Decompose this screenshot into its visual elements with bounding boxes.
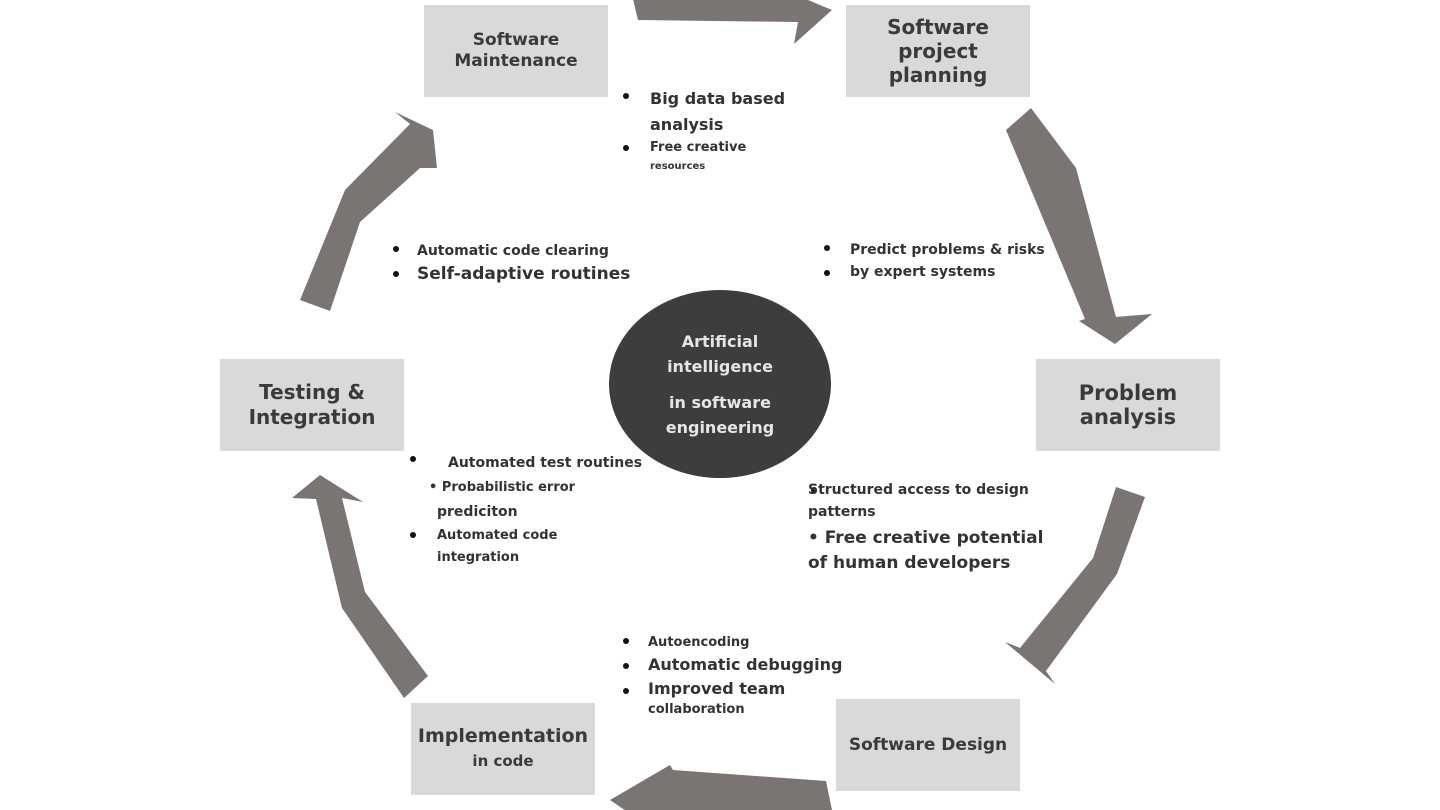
bullet-icon xyxy=(393,246,399,252)
center-title-line: engineering xyxy=(665,417,775,437)
note-line: Autoencoding xyxy=(648,635,750,650)
phase-box-software-design: Software Design xyxy=(836,699,1020,791)
phase-box-implementation: Implementation in code xyxy=(411,703,595,795)
bullet-icon xyxy=(410,456,416,462)
bullet-icon xyxy=(623,688,629,694)
phase-label: in code xyxy=(472,752,534,770)
note-line: Improved team xyxy=(648,679,786,698)
note-line: analysis xyxy=(650,115,724,134)
bullet-icon xyxy=(623,638,629,644)
note-line: resources xyxy=(650,161,706,172)
phase-label: Maintenance xyxy=(454,51,578,71)
phase-box-problem-analysis: Problem analysis xyxy=(1036,359,1220,451)
note-line: Self-adaptive routines xyxy=(417,264,631,284)
note-line: collaboration xyxy=(648,702,745,717)
arrow-implementation-to-testing xyxy=(292,475,428,698)
phase-label: Software Design xyxy=(848,735,1008,755)
note-line: prediciton xyxy=(437,504,518,520)
arrow-problem-to-design xyxy=(1005,487,1145,684)
note-line: Automated code xyxy=(437,528,558,543)
arrow-maintenance-to-planning xyxy=(633,0,832,44)
note-line: integration xyxy=(437,550,520,565)
phase-box-software-maintenance: Software Maintenance xyxy=(424,5,608,97)
center-ai-ellipse: Artificial intelligence in software engi… xyxy=(609,290,831,478)
note-line: Automated test routines xyxy=(448,455,643,471)
note-line: of human developers xyxy=(808,553,1011,573)
phase-label: Software project xyxy=(887,15,989,63)
bullet-icon xyxy=(410,532,416,538)
phase-label: Integration xyxy=(248,405,376,429)
bullet-icon xyxy=(623,93,629,99)
phase-label: Testing & xyxy=(259,380,365,404)
arrow-testing-to-maintenance xyxy=(300,112,437,311)
note-line: • Probabilistic error xyxy=(429,480,576,495)
center-title-line: Artificial xyxy=(681,331,759,351)
note-line: Predict problems & risks xyxy=(850,242,1045,258)
note-line: • Free creative potential xyxy=(808,528,1044,548)
bullet-icon xyxy=(623,145,629,151)
phase-box-testing-integration: Testing & Integration xyxy=(220,359,404,451)
note-line: Free creative xyxy=(650,140,747,155)
phase-label: Problem analysis xyxy=(1078,381,1178,429)
center-title-line: in software xyxy=(669,392,771,412)
center-title-line: intelligence xyxy=(667,356,773,376)
arrow-design-to-implementation xyxy=(610,765,832,810)
bullet-icon xyxy=(824,245,830,251)
bullet-icon xyxy=(393,271,399,277)
bullet-icon xyxy=(824,270,830,276)
note-line: Structured access to design xyxy=(808,482,1029,498)
note-line: Automatic debugging xyxy=(648,655,843,674)
phase-label: Software xyxy=(472,30,560,50)
arrow-planning-to-problem xyxy=(1006,108,1152,344)
note-line: by expert systems xyxy=(850,264,996,280)
bullet-icon xyxy=(623,663,629,669)
phase-label: Implementation xyxy=(417,725,589,747)
phase-box-software-project-planning: Software project planning xyxy=(846,5,1030,97)
note-line: Big data based xyxy=(650,89,786,108)
note-line: Automatic code clearing xyxy=(417,243,609,259)
phase-label: planning xyxy=(888,63,988,87)
bullet-icon xyxy=(811,487,817,493)
note-line: patterns xyxy=(808,504,876,520)
